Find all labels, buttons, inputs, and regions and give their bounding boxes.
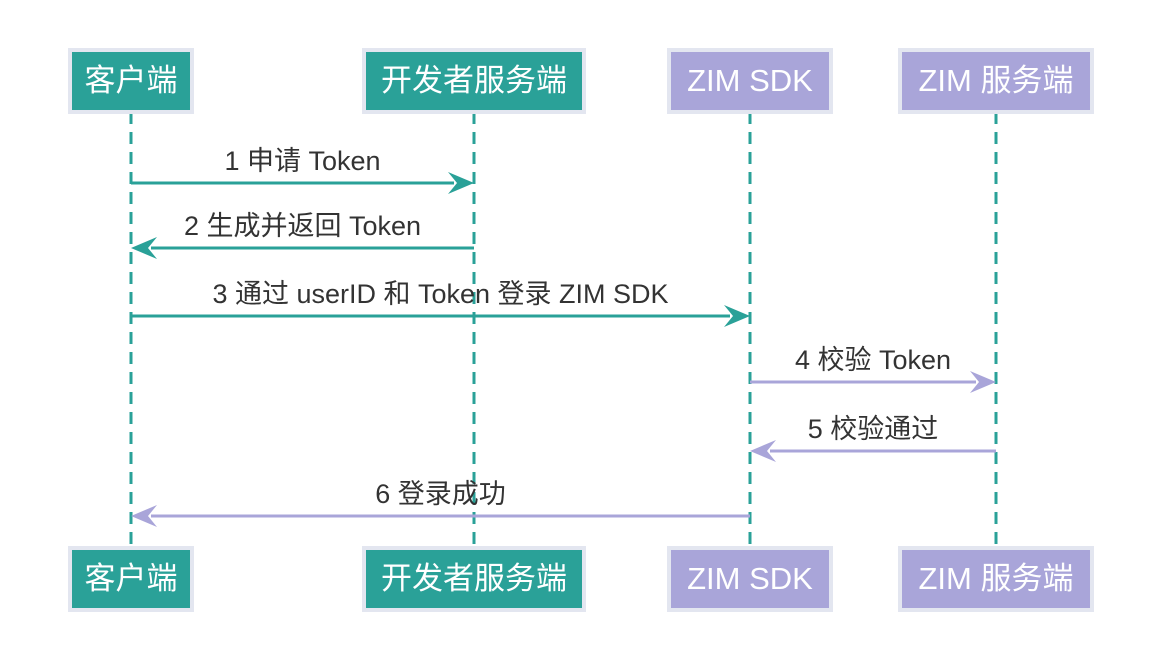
participant-dev-server-top[interactable]: 开发者服务端 <box>362 48 586 114</box>
participant-client-top[interactable]: 客户端 <box>68 48 194 114</box>
message-2: 2 生成并返回 Token <box>131 211 474 259</box>
participant-label-client-bottom: 客户端 <box>85 561 178 596</box>
message-arrowhead-4 <box>970 371 996 393</box>
participant-box-zim-sdk-bottom[interactable] <box>667 546 833 612</box>
participant-dev-server-bottom[interactable]: 开发者服务端 <box>362 546 586 612</box>
message-6: 6 登录成功 <box>131 479 750 527</box>
message-3: 3 通过 userID 和 Token 登录 ZIM SDK <box>131 279 750 327</box>
participant-box-zim-sdk-top[interactable] <box>667 48 833 114</box>
participant-boxes-bottom: 客户端 开发者服务端 ZIM SDK ZIM 服务端 <box>68 546 1094 612</box>
participant-label-zim-sdk-bottom: ZIM SDK <box>687 561 813 596</box>
participant-zim-sdk-top[interactable]: ZIM SDK <box>667 48 833 114</box>
message-label-5: 5 校验通过 <box>808 414 939 444</box>
message-label-2: 2 生成并返回 Token <box>184 211 421 241</box>
participant-label-dev-server-top: 开发者服务端 <box>381 63 567 98</box>
message-4: 4 校验 Token <box>750 345 996 393</box>
participant-label-dev-server-bottom: 开发者服务端 <box>381 561 567 596</box>
participant-label-zim-sdk-top: ZIM SDK <box>687 63 813 98</box>
participant-box-zim-server-bottom[interactable] <box>898 546 1094 612</box>
message-arrowhead-1 <box>448 172 474 194</box>
participant-box-dev-server-bottom[interactable] <box>362 546 586 612</box>
participant-zim-sdk-bottom[interactable]: ZIM SDK <box>667 546 833 612</box>
message-label-3: 3 通过 userID 和 Token 登录 ZIM SDK <box>212 279 668 309</box>
participant-box-client-bottom[interactable] <box>68 546 194 612</box>
messages-group: 1 申请 Token 2 生成并返回 Token 3 通过 userID 和 Tok… <box>131 146 996 527</box>
participant-label-client-top: 客户端 <box>85 63 178 98</box>
participant-label-zim-server-bottom: ZIM 服务端 <box>919 561 1074 596</box>
message-arrowhead-3 <box>724 305 750 327</box>
participant-box-client-top[interactable] <box>68 48 194 114</box>
message-label-6: 6 登录成功 <box>375 479 506 509</box>
participant-zim-server-bottom[interactable]: ZIM 服务端 <box>898 546 1094 612</box>
message-arrowhead-5 <box>750 440 776 462</box>
participant-zim-server-top[interactable]: ZIM 服务端 <box>898 48 1094 114</box>
participant-label-zim-server-top: ZIM 服务端 <box>919 63 1074 98</box>
participant-box-dev-server-top[interactable] <box>362 48 586 114</box>
message-label-1: 1 申请 Token <box>224 146 380 176</box>
message-arrowhead-6 <box>131 505 157 527</box>
message-arrowhead-2 <box>131 237 157 259</box>
participant-box-zim-server-top[interactable] <box>898 48 1094 114</box>
participant-client-bottom[interactable]: 客户端 <box>68 546 194 612</box>
lifelines-group <box>129 112 998 548</box>
participant-boxes-top: 客户端 开发者服务端 ZIM SDK ZIM 服务端 <box>68 48 1094 114</box>
message-label-4: 4 校验 Token <box>795 345 951 375</box>
message-5: 5 校验通过 <box>750 414 996 462</box>
message-1: 1 申请 Token <box>131 146 474 194</box>
